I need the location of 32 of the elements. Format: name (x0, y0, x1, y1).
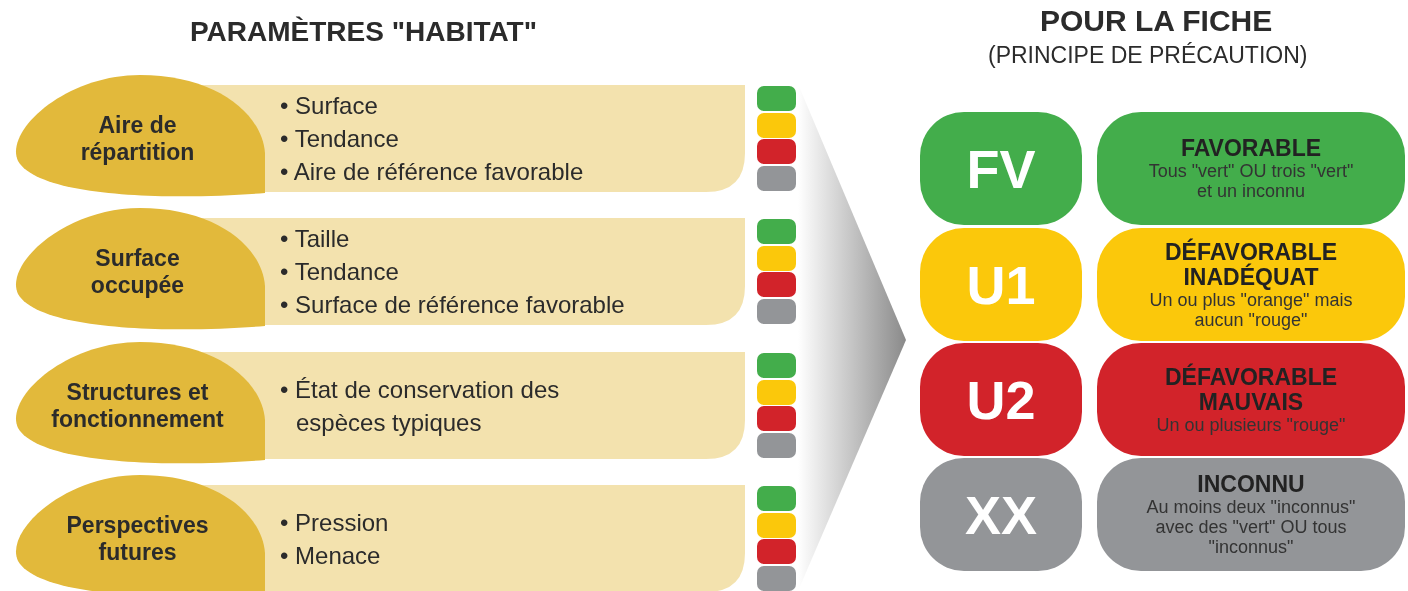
bullet-item: • Menace (280, 540, 382, 571)
heading: POUR LA FICHE (1040, 4, 1273, 38)
parameter-heading: Surface occupée (89, 244, 186, 299)
status-card (1097, 343, 1405, 456)
subheading: (PRINCIPE DE PRÉCAUTION) (988, 42, 1308, 69)
bullet-item: • Pression (280, 507, 390, 538)
bullet-item: • Aire de référence favorable (280, 157, 585, 187)
bullet-item: • Tendance (280, 257, 400, 287)
status-title: INCONNU (1197, 472, 1305, 497)
bullet-item: • Surface (280, 91, 379, 121)
status-code: XX (920, 458, 1082, 571)
status-card (1097, 228, 1405, 341)
title: PARAMÈTRES "HABITAT" (190, 16, 537, 48)
status-title: FAVORABLE (1180, 136, 1322, 161)
status-code: U1 (920, 228, 1082, 341)
parameter-heading: Perspectives futures (65, 511, 210, 566)
status-title: DÉFAVORABLE INADÉQUAT (1163, 239, 1339, 290)
status-code: U2 (920, 343, 1082, 456)
parameter-heading: Structures et fonctionnement (50, 378, 225, 433)
bullet-item: • Tendance (280, 124, 400, 154)
status-rule: Au moins deux "inconnus" avec des "vert" OU tous "inconnus" (1145, 497, 1357, 557)
bullet-item: • État de conservation des espèces typiques (280, 374, 561, 438)
parameter-heading: Aire de répartition (79, 111, 196, 166)
status-title: DÉFAVORABLE MAUVAIS (1163, 364, 1339, 415)
bullet-item: • Taille (280, 224, 351, 254)
bullet-item: • Surface de référence favorable (280, 290, 626, 320)
status-card (1097, 458, 1405, 571)
status-card (1097, 112, 1405, 225)
status-code: FV (920, 112, 1082, 225)
status-rule: Tous "vert" OU trois "vert" et un inconnu (1147, 161, 1355, 201)
status-rule: Un ou plus "orange" mais aucun "rouge" (1148, 289, 1354, 330)
status-rule: Un ou plusieurs "rouge" (1156, 414, 1346, 435)
